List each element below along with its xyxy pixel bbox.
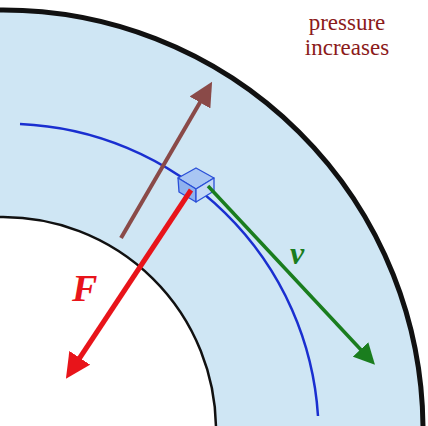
fluid-element [178, 168, 214, 202]
velocity-label: v [290, 236, 320, 271]
inner-wall [0, 217, 216, 426]
streamline [20, 124, 318, 416]
force-label: F [72, 268, 112, 310]
velocity-arrow [208, 186, 363, 352]
pressure-label: pressure increases [268, 10, 426, 61]
pressure-arrow [121, 99, 202, 238]
outer-wall [0, 10, 423, 426]
fluid-region [0, 10, 423, 426]
